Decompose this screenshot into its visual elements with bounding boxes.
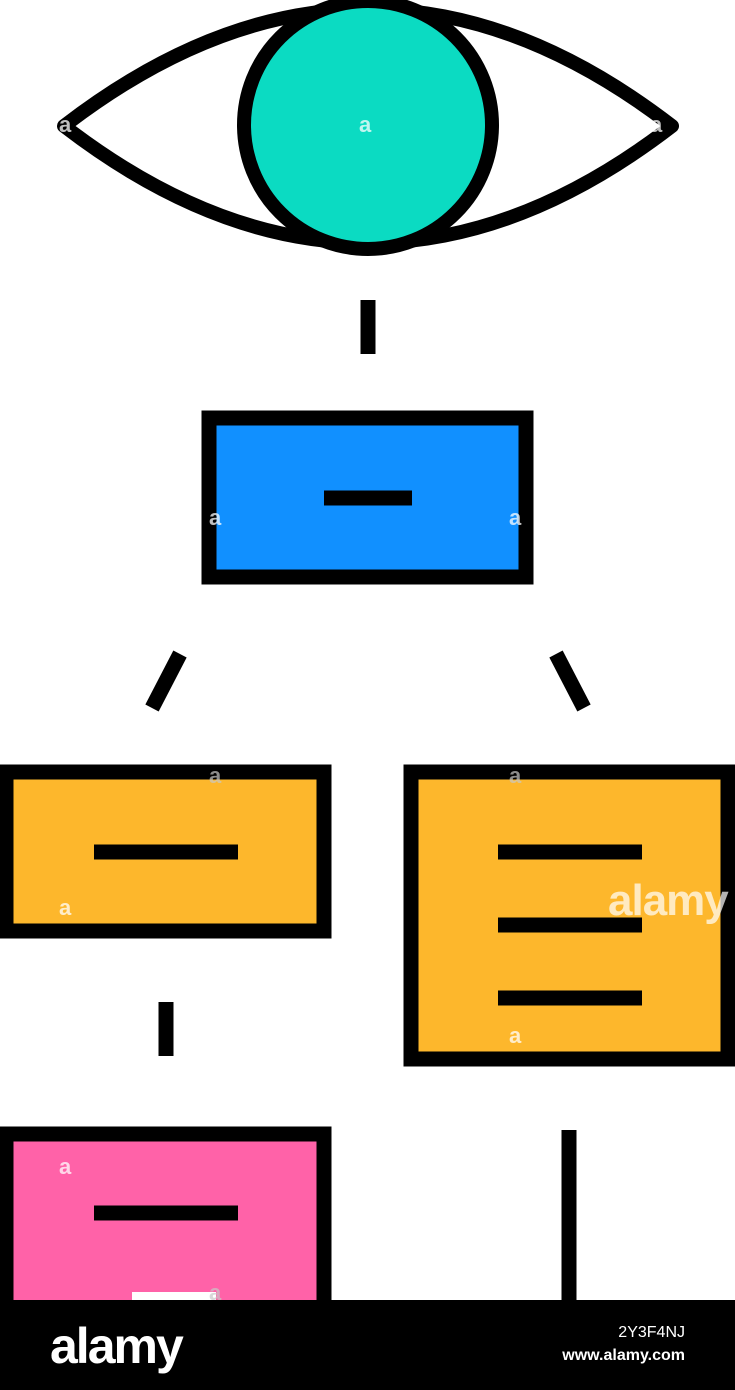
image-id: 2Y3F4NJ	[618, 1324, 685, 1341]
right-middle-box	[403, 764, 735, 1067]
flowchart-illustration	[0, 0, 735, 1300]
footer-url: www.alamy.com	[562, 1347, 685, 1364]
eye-iris	[237, 0, 499, 256]
footer-logo: alamy	[50, 1318, 184, 1374]
connector-top-to-right	[549, 650, 591, 712]
bottom-box	[0, 1126, 332, 1300]
eye-icon	[57, 0, 679, 256]
footer-bar: alamy 2Y3F4NJ www.alamy.com	[0, 1300, 735, 1390]
left-middle-box	[0, 764, 332, 939]
top-box	[201, 410, 534, 585]
bottom-box-gap	[132, 1292, 216, 1300]
connector-top-to-left	[145, 650, 187, 712]
